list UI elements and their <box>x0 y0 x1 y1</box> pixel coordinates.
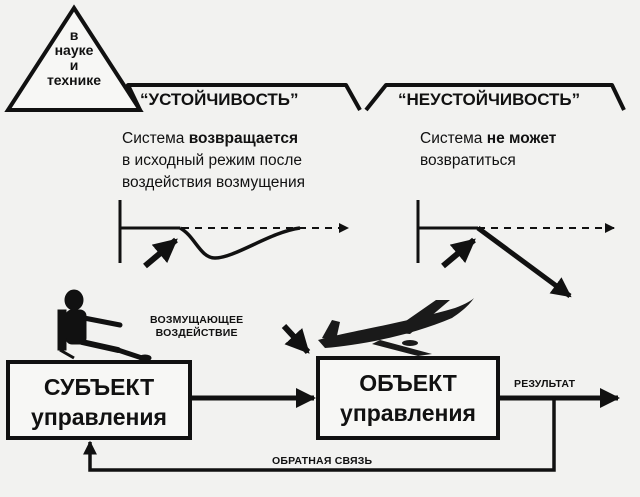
stability-desc-pre: Система <box>122 130 189 147</box>
disturbance-line1: ВОЗМУЩАЮЩЕЕ <box>150 314 244 326</box>
object-label: ОБЪЕКТ управления <box>318 368 498 428</box>
disturbance-arrow <box>281 323 311 355</box>
instability-desc-bold: не может <box>486 130 557 147</box>
stability-label: “УСТОЙЧИВОСТЬ” <box>140 90 299 109</box>
instability-trapezoid <box>364 83 626 112</box>
pilot-figure <box>57 289 152 362</box>
stability-desc-line3: воздействия возмущения <box>122 174 306 191</box>
triangle-label-line2: науке <box>54 42 94 58</box>
stability-description: Система возвращается в исходный режим по… <box>122 128 372 194</box>
instability-graph <box>416 200 615 299</box>
instability-description: Система не может возвратиться <box>420 128 630 172</box>
subject-line2: управления <box>31 404 167 430</box>
instability-desc-line2: возвратиться <box>420 152 516 169</box>
subject-label: СУБЪЕКТ управления <box>8 372 190 432</box>
subject-line1: СУБЪЕКТ <box>43 374 155 400</box>
science-triangle <box>4 4 144 112</box>
object-line2: управления <box>340 400 476 426</box>
stability-graph <box>118 200 349 269</box>
airplane-icon <box>318 298 474 356</box>
object-line1: ОБЪЕКТ <box>359 370 457 396</box>
triangle-label-line4: технике <box>46 72 102 88</box>
instability-desc-pre: Система <box>420 130 487 147</box>
disturbance-label: ВОЗМУЩАЮЩЕЕ ВОЗДЕЙСТВИЕ <box>150 314 243 340</box>
triangle-label: в науке и технике <box>28 28 120 88</box>
result-label: РЕЗУЛЬТАТ <box>514 378 576 390</box>
feedback-loop <box>83 398 556 472</box>
triangle-label-line1: в <box>69 27 79 43</box>
disturbance-line2: ВОЗДЕЙСТВИЕ <box>155 327 238 339</box>
stability-desc-line2: в исходный режим после <box>122 152 302 169</box>
instability-label: “НЕУСТОЙЧИВОСТЬ” <box>398 90 581 109</box>
stability-desc-bold: возвращается <box>188 130 298 147</box>
stability-trapezoid <box>126 83 362 111</box>
triangle-label-line3: и <box>69 57 79 73</box>
feedback-label: ОБРАТНАЯ СВЯЗЬ <box>272 455 373 467</box>
